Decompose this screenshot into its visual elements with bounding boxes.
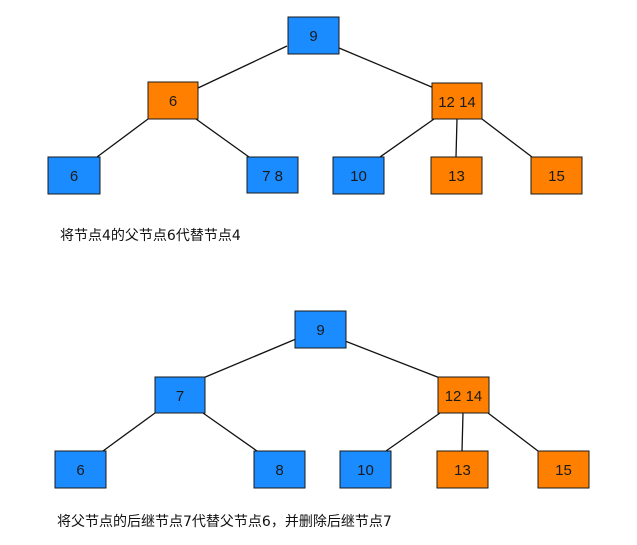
node-label: 9 (316, 322, 324, 339)
node-b-right: 12 14 (437, 376, 490, 414)
node-box (537, 450, 590, 489)
edge-b-right-rl (385, 412, 441, 452)
node-box (47, 156, 101, 195)
edge-a-right-rl (379, 118, 435, 158)
node-box (436, 450, 489, 489)
node-box (437, 376, 490, 414)
edge-b-left-ll (102, 412, 156, 452)
node-b-ll: 6 (54, 450, 107, 489)
node-b-root: 9 (294, 310, 347, 349)
edge-b-root-left (202, 338, 297, 379)
node-box (287, 16, 340, 55)
node-a-lr: 7 8 (246, 156, 299, 194)
node-box (154, 376, 206, 414)
node-label: 13 (454, 462, 471, 479)
node-label: 6 (169, 93, 177, 110)
node-box (430, 156, 483, 195)
node-label: 9 (309, 28, 317, 45)
node-a-rr: 15 (530, 156, 583, 195)
tree-1-edges (96, 45, 533, 158)
node-box (339, 450, 392, 489)
node-b-left: 7 (154, 376, 206, 414)
node-b-rl: 10 (339, 450, 392, 489)
node-b-rr: 15 (537, 450, 590, 489)
edge-b-right-rr (487, 412, 539, 452)
node-box (332, 156, 385, 195)
node-label: 10 (350, 168, 367, 185)
node-box (246, 156, 299, 194)
tree-1-nodes: 9 6 12 14 6 7 8 10 13 15 (47, 16, 583, 195)
node-box (54, 450, 107, 489)
node-a-rl: 10 (332, 156, 385, 195)
node-b-lr: 8 (253, 450, 306, 489)
node-label: 15 (555, 462, 572, 479)
node-label: 8 (275, 462, 283, 479)
node-b-rm: 13 (436, 450, 489, 489)
tree-2-edges (102, 338, 539, 452)
edge-a-left-ll (96, 118, 149, 158)
node-label: 7 (176, 388, 184, 405)
edge-b-left-lr (202, 412, 258, 452)
node-box (530, 156, 583, 195)
node-label: 7 8 (262, 168, 283, 185)
edge-a-right-rm (455, 118, 458, 158)
node-box (431, 82, 483, 120)
node-label: 12 14 (438, 94, 476, 111)
node-a-root: 9 (287, 16, 340, 55)
caption-tree-2: 将父节点的后继节点7代替父节点6，并删除后继节点7 (57, 514, 392, 530)
node-a-ll: 6 (47, 156, 101, 195)
node-label: 10 (357, 462, 374, 479)
node-box (253, 450, 306, 489)
node-box (147, 81, 199, 120)
node-label: 12 14 (445, 388, 483, 405)
node-a-left: 6 (147, 81, 199, 120)
edge-a-root-right (338, 47, 435, 89)
node-box (294, 310, 347, 349)
edge-a-right-rr (481, 118, 533, 158)
edge-b-root-right (344, 340, 441, 379)
node-label: 13 (448, 168, 465, 185)
node-label: 6 (76, 462, 84, 479)
node-label: 15 (548, 168, 565, 185)
node-a-right: 12 14 (431, 82, 483, 120)
edge-a-root-left (197, 45, 288, 89)
node-a-rm: 13 (430, 156, 483, 195)
caption-tree-1: 将节点4的父节点6代替节点4 (60, 228, 241, 244)
node-label: 6 (70, 168, 78, 185)
tree-2-nodes: 9 7 12 14 6 8 10 13 15 (54, 310, 590, 489)
edge-a-left-lr (195, 118, 250, 158)
edge-b-right-rm (461, 412, 464, 452)
